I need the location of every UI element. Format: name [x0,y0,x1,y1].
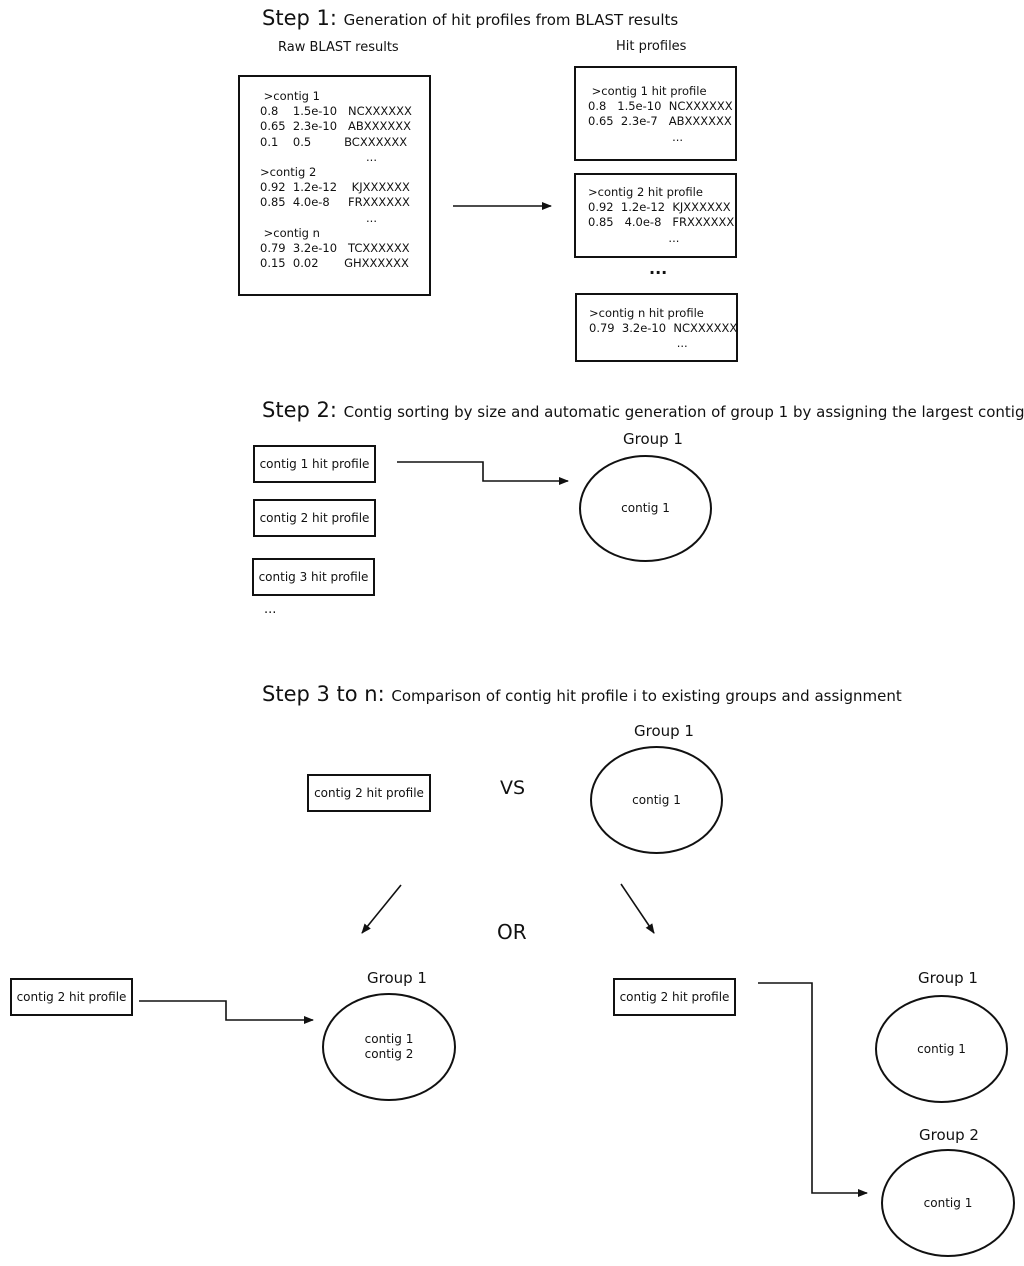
raw-blast-line: 0.85 4.0e-8 FRXXXXXX [260,195,410,210]
step3-left-group-content-1: contig 1 [364,1032,414,1046]
step3-title: Step 3 to n: Comparison of contig hit pr… [262,682,902,706]
hit-profile-n-line: 0.79 3.2e-10 NCXXXXXX [589,321,738,336]
step1-title: Step 1: Generation of hit profiles from … [262,6,678,30]
raw-blast-line: 0.79 3.2e-10 TCXXXXXX [260,241,410,256]
step3-right-group1-label: Group 1 [918,969,978,987]
hit-profile-1-line: ... [588,129,684,144]
step2-group-1-ellipse: contig 1 [579,455,712,562]
step2-arrow [397,461,569,485]
raw-blast-line: ... [260,210,377,225]
step3-left-arrow [139,1000,314,1024]
raw-blast-line: 0.92 1.2e-12 KJXXXXXX [260,180,410,195]
raw-blast-line: 0.15 0.02 GHXXXXXX [260,256,409,271]
profiles-ellipsis: ... [649,259,668,278]
step2-profile-box-1: contig 1 hit profile [253,445,376,483]
step2-profile-box-2: contig 2 hit profile [253,499,376,537]
hit-profile-1-line: 0.8 1.5e-10 NCXXXXXX [588,99,733,114]
raw-blast-line: >contig n [260,225,320,240]
step3-right-group1-ellipse: contig 1 [875,995,1008,1103]
hit-profile-2-line: 0.92 1.2e-12 KJXXXXXX [588,200,731,215]
step3-compare-group-content: contig 1 [632,792,681,807]
step2-group-label: Group 1 [623,430,683,448]
hit-profile-2-line: >contig 2 hit profile [588,185,703,199]
step2-list-ellipsis: ... [264,602,277,617]
step2-group-content: contig 1 [621,501,670,515]
step3-left-group-content-2: contig 2 [364,1047,414,1061]
step3-left-group-ellipse: contig 1 contig 2 [322,993,456,1101]
step1-description: Generation of hit profiles from BLAST re… [343,11,679,29]
raw-blast-label: Raw BLAST results [278,40,399,55]
step1-heading: Step 1: [262,6,337,30]
hit-profile-n-line: ... [589,336,688,351]
step2-title: Step 2: Contig sorting by size and autom… [262,398,1024,422]
step3-left-group-label: Group 1 [367,969,427,987]
or-label: OR [497,920,527,944]
hit-profile-2-line: 0.85 4.0e-8 FRXXXXXX [588,215,735,230]
step2-description: Contig sorting by size and automatic gen… [343,403,1024,421]
hit-profile-1-line: >contig 1 hit profile [588,84,707,98]
step3-compare-profile-box: contig 2 hit profile [307,774,431,812]
raw-blast-line: 0.8 1.5e-10 NCXXXXXX [260,104,412,119]
hit-profile-2-line: ... [588,230,680,245]
raw-blast-line: ... [260,149,377,164]
step3-right-group2-content: contig 1 [923,1195,973,1210]
vs-label: VS [500,777,526,799]
step3-right-group1-content: contig 1 [917,1041,966,1056]
raw-blast-line: >contig 2 [260,165,317,180]
step3-compare-group-label: Group 1 [634,722,694,740]
or-left-arrow [361,884,402,934]
step2-heading: Step 2: [262,398,337,422]
or-right-arrow [620,883,655,934]
step3-right-group2-ellipse: contig 1 [881,1149,1015,1257]
raw-blast-line: >contig 1 [260,89,320,103]
step3-compare-group-ellipse: contig 1 [590,746,723,854]
hit-profile-n-line: >contig n hit profile [589,306,704,320]
step3-right-arrow [758,982,868,1197]
raw-blast-line: 0.65 2.3e-10 ABXXXXXX [260,119,412,134]
hit-profile-1-line: 0.65 2.3e-7 ABXXXXXX [588,114,732,129]
step3-heading: Step 3 to n: [262,682,385,706]
raw-blast-line: 0.1 0.5 BCXXXXXX [260,134,408,149]
step3-description: Comparison of contig hit profile i to ex… [391,687,902,705]
hit-profiles-label: Hit profiles [616,39,687,54]
step3-left-profile-box: contig 2 hit profile [10,978,133,1016]
step2-profile-box-3: contig 3 hit profile [252,558,375,596]
step3-right-profile-box: contig 2 hit profile [613,978,736,1016]
step3-right-group2-label: Group 2 [919,1126,979,1144]
